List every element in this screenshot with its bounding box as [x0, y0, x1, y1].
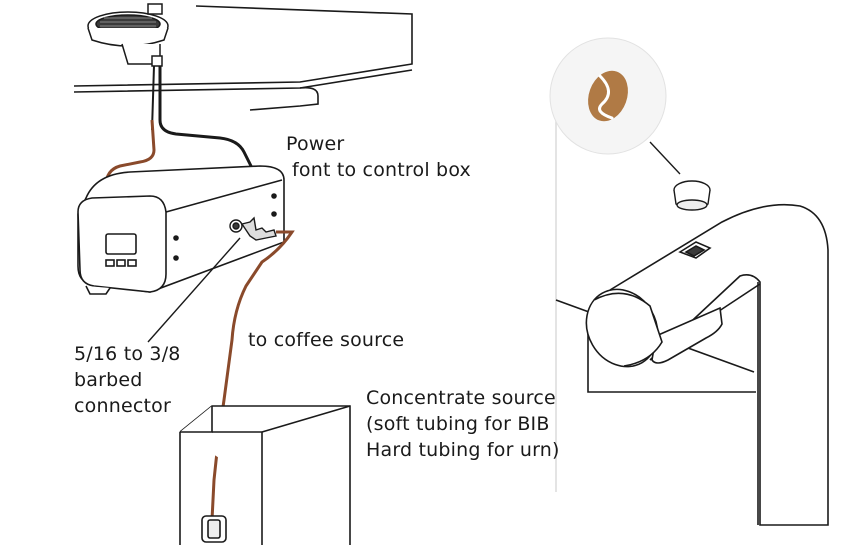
label-power: Power [286, 133, 345, 155]
control-box-icon [77, 165, 285, 295]
coffee-bean-icon [588, 70, 628, 122]
button-cap-icon [673, 180, 711, 211]
label-coffee-source: to coffee source [248, 329, 405, 351]
label-power-detail: font to control box [292, 159, 472, 181]
dispensing-faucet-icon [555, 203, 829, 526]
label-concentrate-source: Concentrate source [366, 387, 556, 409]
label-concentrate-soft: (soft tubing for BIB [366, 413, 550, 435]
counter-top [73, 5, 413, 111]
concentrate-container-icon [179, 405, 351, 545]
label-connector: connector [74, 395, 171, 417]
barbed-connector-icon [229, 216, 277, 241]
power-cord [158, 66, 254, 169]
callout-leader [649, 141, 681, 175]
stem [151, 65, 155, 131]
label-concentrate-hard: Hard tubing for urn) [366, 439, 560, 461]
label-connector-size: 5/16 to 3/8 [74, 343, 181, 365]
drip-tray-icon [87, 3, 169, 67]
connector-pointer [147, 237, 241, 343]
label-connector-barbed: barbed [74, 369, 143, 391]
